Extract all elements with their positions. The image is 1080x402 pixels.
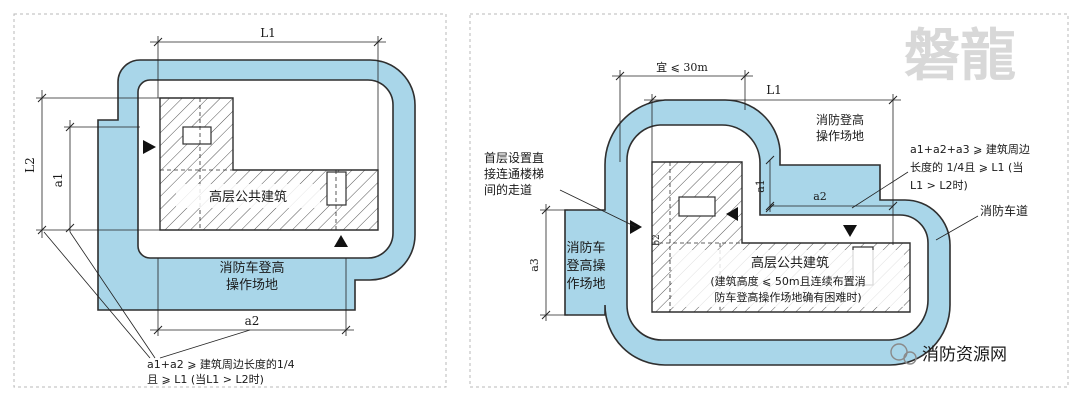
left-note-leader-3: [159, 329, 251, 359]
right-building-sub-2: 防车登高操作场地确有困难时): [714, 290, 861, 304]
left-building-label: 高层公共建筑: [209, 189, 287, 205]
left-site-label-1: 消防车登高: [219, 260, 284, 276]
right-building-sub-1: (建筑高度 ⩽ 50m且连续布置消: [710, 274, 865, 288]
right-a3-label: a3: [528, 258, 541, 272]
left-note-line-2: 且 ⩾ L1 (当L1 > L2时): [147, 372, 264, 386]
right-dimension-a3: a3: [528, 204, 568, 321]
right-road-label: 消防车道: [980, 203, 1028, 218]
left-stair-core-1: [182, 126, 212, 145]
left-building: 高层公共建筑: [159, 97, 379, 231]
right-a1-label: a1: [754, 179, 767, 193]
left-l1-label: L1: [260, 26, 276, 40]
right-stair-note-leader: [559, 189, 637, 228]
left-note-leader-2: [69, 231, 156, 359]
left-panel-frame: [13, 13, 447, 388]
left-stair-core-2: [326, 171, 347, 206]
right-top-site-label-2: 操作场地: [816, 128, 864, 143]
right-entry-arrow-2: [726, 207, 738, 221]
right-top-site-label-1: 消防登高: [816, 112, 864, 127]
left-dimension-a2: a2: [150, 258, 354, 336]
left-dimension-l2: L2: [23, 90, 160, 238]
right-a2-label: a2: [813, 190, 827, 203]
left-note-line-1: a1+a2 ⩾ 建筑周边长度的1/4: [147, 357, 295, 371]
credit-text: 消防资源网: [922, 345, 1007, 365]
credit-mark: 消防资源网: [890, 343, 1007, 365]
left-note-leader-1: [43, 231, 151, 359]
left-dimension-l1: L1: [150, 26, 386, 170]
left-a2-label: a2: [245, 314, 260, 328]
left-l2-label: L2: [23, 157, 37, 173]
right-dimension-l1: L1: [644, 83, 901, 245]
right-left-site-label-2: 登高操: [566, 258, 605, 274]
right-note-line-1: a1+a2+a3 ⩾ 建筑周边: [910, 142, 1030, 156]
left-entry-arrow-2: [334, 235, 348, 247]
right-note-line-2: 长度的 1/4且 ⩾ L1 (当: [910, 160, 1023, 174]
right-building-label: 高层公共建筑: [751, 255, 829, 271]
right-l1-label: L1: [766, 83, 782, 97]
right-note-leader: [851, 171, 909, 209]
right-road-leader: [935, 215, 979, 241]
right-b2-label: b2: [652, 234, 662, 246]
right-dimension-a2: a2: [765, 190, 898, 211]
right-entry-arrow-3: [843, 225, 857, 237]
right-stair-note-1: 首层设置直: [484, 151, 544, 165]
watermark-logo: 磐龍: [904, 23, 1016, 89]
right-dimension-spacing: 宜 ⩽ 30m: [612, 60, 753, 162]
right-stair-core-1: [678, 196, 716, 217]
right-spacing-label: 宜 ⩽ 30m: [656, 60, 708, 74]
left-site-label-2: 操作场地: [226, 277, 278, 293]
right-stair-note-2: 接连通楼梯: [484, 166, 544, 181]
right-stair-note-3: 间的走道: [484, 182, 532, 197]
right-left-site-label-1: 消防车: [566, 240, 605, 256]
left-entry-arrow-1: [143, 140, 156, 154]
left-dimension-a1: a1: [51, 120, 140, 233]
wechat-icon: [890, 343, 908, 361]
right-building: 高层公共建筑 (建筑高度 ⩽ 50m且连续布置消 防车登高操作场地确有困难时): [651, 161, 911, 313]
right-road-ring: [564, 99, 951, 366]
right-dimension-a1: a1: [754, 155, 775, 213]
right-note-line-3: L1 > L2时): [910, 179, 968, 192]
left-a1-label: a1: [51, 173, 65, 188]
right-left-site-label-3: 作场地: [566, 277, 605, 292]
